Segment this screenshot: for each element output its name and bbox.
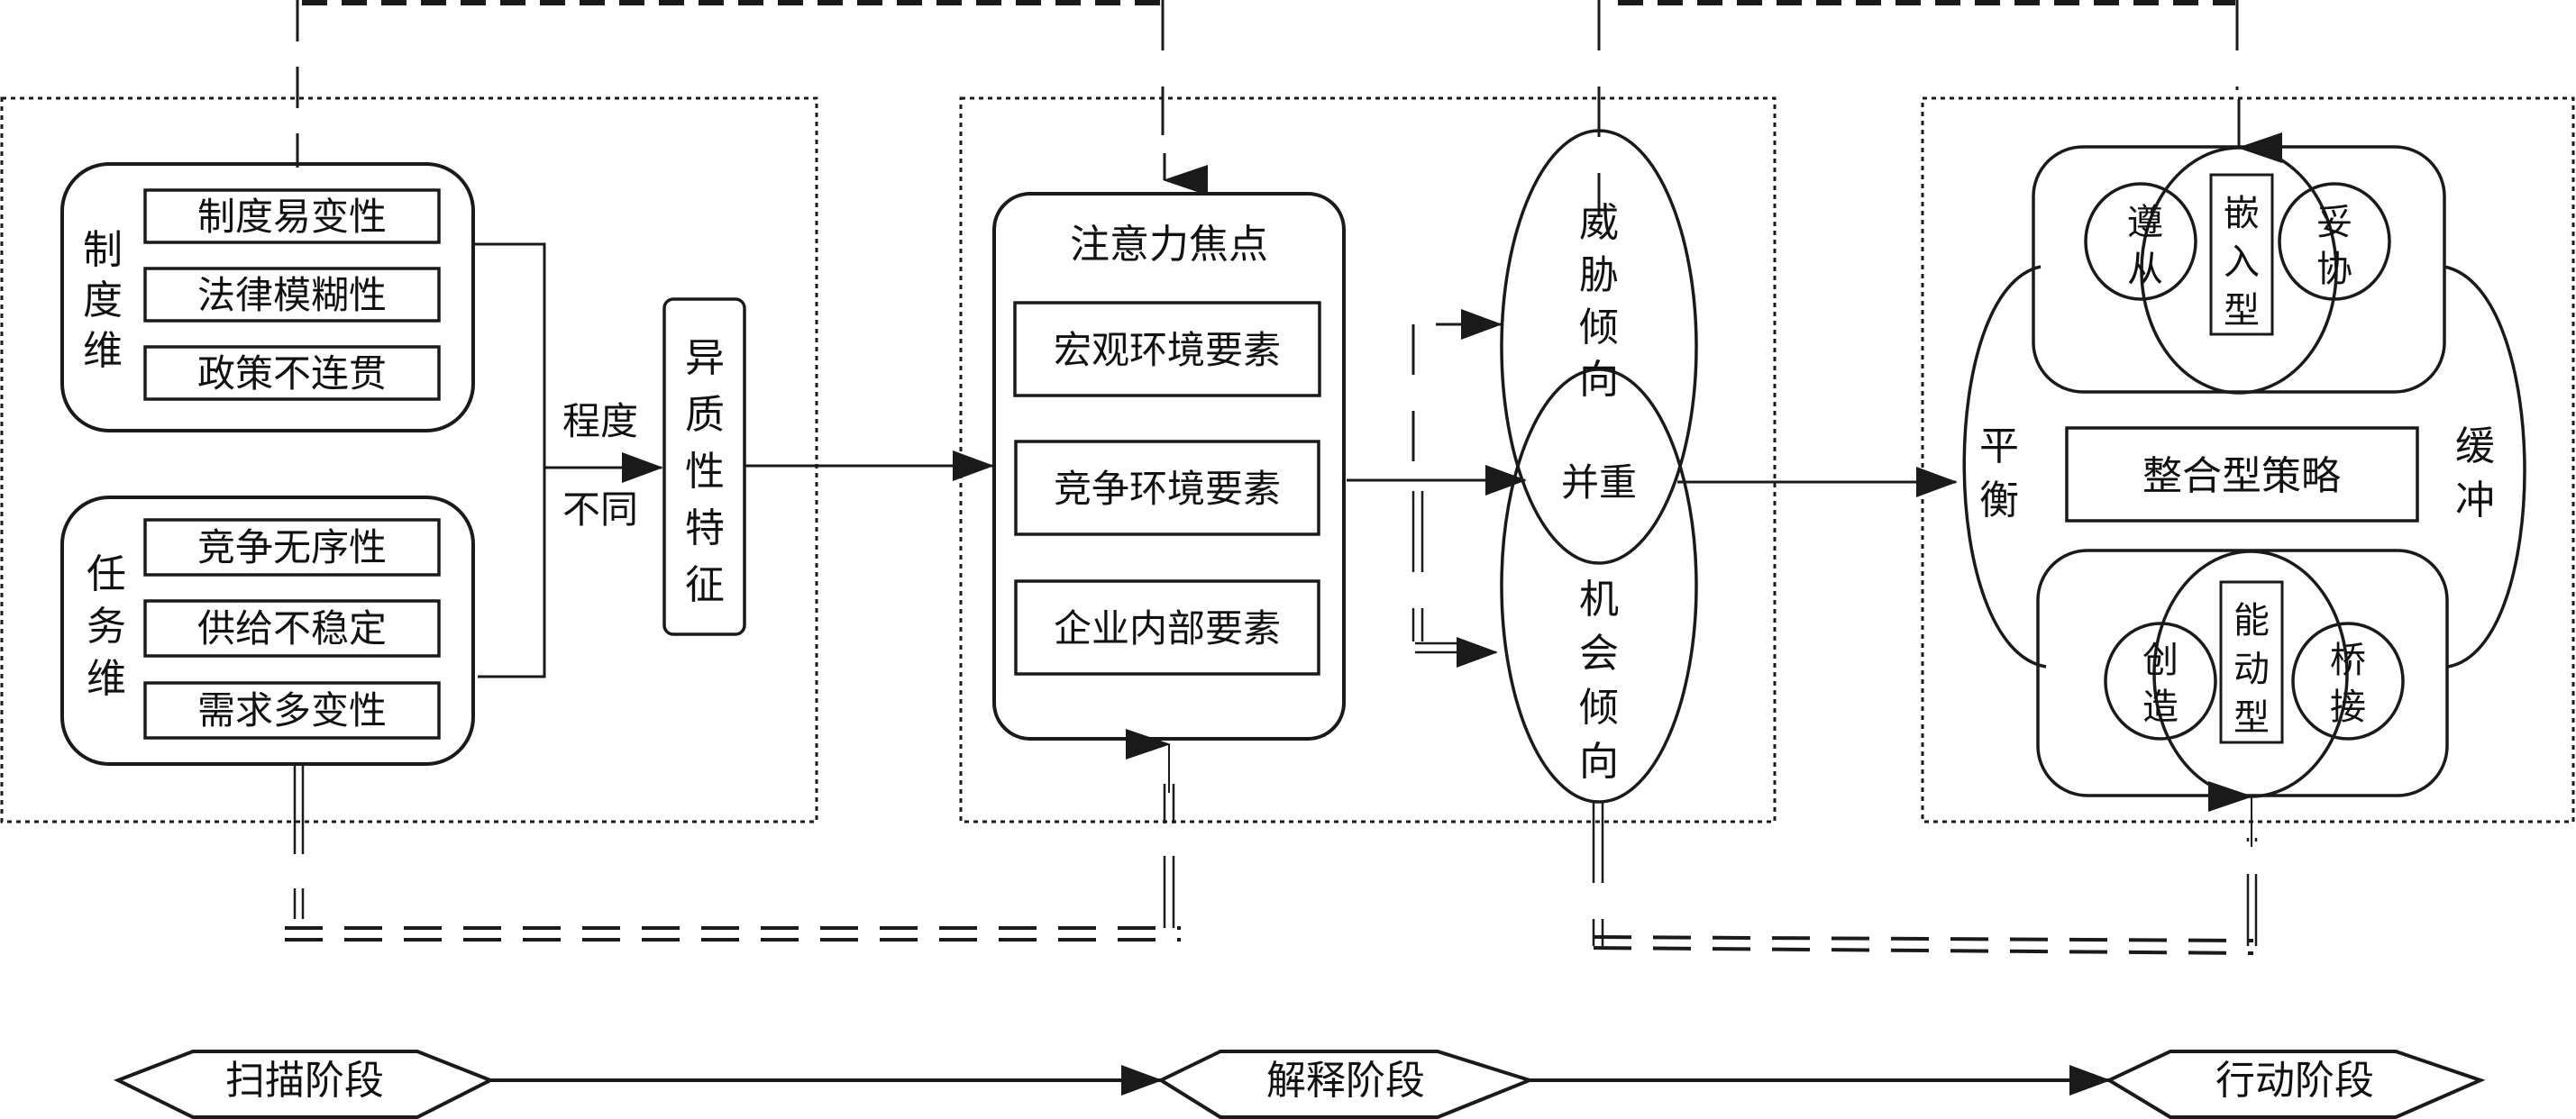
task-dimension-group: 任 务 维 竞争无序性 供给不稳定 需求多变性	[60, 496, 475, 766]
proactive-char-3: 型	[2233, 697, 2270, 739]
comply-char-2: 从	[2127, 249, 2163, 290]
degree-label-top: 程度	[562, 399, 638, 443]
bridge-char-1: 桥	[2330, 640, 2366, 681]
proactive-type-box	[2219, 580, 2284, 744]
comply-circle	[2084, 182, 2197, 301]
comply-char-1: 遵	[2127, 202, 2163, 243]
embedded-strategy-group: 嵌 入 型 遵 从 妥 协	[2032, 145, 2446, 395]
institutional-item-box-3	[143, 345, 441, 401]
balance-char-1: 平	[1979, 423, 2019, 469]
opportunity-char-2: 会	[1579, 631, 1619, 677]
task-label-1: 任	[87, 551, 126, 597]
compromise-char-2: 协	[2316, 249, 2352, 290]
factor-3: 企业内部要素	[1054, 606, 1281, 650]
stage-interpret-label: 解释阶段	[1266, 1058, 1425, 1104]
opportunity-ellipse	[1500, 368, 1698, 804]
create-char-2: 造	[2142, 687, 2179, 728]
integrated-strategy-box	[2065, 426, 2419, 523]
embedded-char-1: 嵌	[2224, 193, 2260, 234]
institutional-label-1: 制	[83, 227, 123, 273]
stage-scan: 扫描阶段	[114, 1050, 495, 1119]
create-circle	[2104, 622, 2217, 741]
institutional-item-3: 政策不连贯	[197, 351, 387, 396]
embedded-char-3: 型	[2224, 290, 2260, 332]
proactive-strategy-group: 能 动 型 创 造 桥 接	[2036, 549, 2449, 798]
proactive-char-1: 能	[2233, 600, 2270, 641]
dimension-bracket-connector	[473, 242, 546, 678]
factor-1: 宏观环境要素	[1054, 328, 1281, 372]
institutional-label-3: 维	[83, 328, 123, 374]
threat-char-3: 倾	[1579, 305, 1619, 350]
institutional-dimension-group: 制 度 维 制度易变性 法律模糊性 政策不连贯	[60, 162, 475, 432]
feedback-bottom-left	[285, 729, 1181, 942]
integrated-strategy-label: 整合型策略	[2142, 453, 2341, 499]
institutional-item-1: 制度易变性	[197, 195, 387, 239]
task-label-3: 维	[87, 656, 126, 702]
threat-ellipse	[1500, 129, 1698, 565]
threat-char-1: 威	[1579, 200, 1619, 246]
stage-action: 行动阶段	[2105, 1050, 2486, 1119]
stage-interpret: 解释阶段	[1156, 1050, 1535, 1119]
threat-char-4: 向	[1579, 357, 1619, 403]
heterogeneity-char-1: 异	[685, 335, 725, 381]
heterogeneity-char-4: 特	[685, 505, 725, 551]
factor-box-2	[1014, 440, 1320, 536]
both-label: 并重	[1561, 460, 1637, 505]
factor-box-1	[1013, 301, 1321, 397]
institutional-item-2: 法律模糊性	[197, 273, 387, 317]
balance-char-2: 衡	[1979, 478, 2019, 523]
stage-action-label: 行动阶段	[2215, 1058, 2374, 1104]
factor-2: 竞争环境要素	[1054, 467, 1281, 511]
embedded-char-2: 入	[2224, 241, 2260, 283]
buffer-char-2: 冲	[2455, 478, 2495, 523]
task-label-2: 务	[87, 604, 126, 650]
embedded-type-box	[2209, 173, 2274, 336]
action-phase-container	[1921, 96, 2575, 823]
heterogeneity-feature-box: 异 质 性 特 征	[662, 297, 746, 636]
attention-focus-box: 注意力焦点 宏观环境要素 竞争环境要素 企业内部要素	[992, 192, 1346, 741]
create-char-1: 创	[2142, 640, 2179, 681]
opportunity-branch-arrow	[1411, 491, 1498, 668]
heterogeneity-char-5: 征	[685, 562, 725, 608]
proactive-char-2: 动	[2233, 649, 2270, 690]
task-item-box-1	[143, 518, 441, 577]
task-item-1: 竞争无序性	[197, 525, 387, 569]
task-item-box-2	[143, 599, 441, 658]
attention-title: 注意力焦点	[1070, 222, 1268, 268]
buffer-arc	[2444, 265, 2526, 669]
heterogeneity-char-2: 质	[685, 392, 725, 438]
task-item-box-3	[143, 681, 441, 740]
bridge-circle	[2291, 622, 2405, 741]
bridge-char-2: 接	[2330, 687, 2366, 728]
task-item-3: 需求多变性	[197, 688, 387, 732]
heterogeneity-char-3: 性	[685, 449, 725, 495]
stage-scan-label: 扫描阶段	[225, 1058, 384, 1104]
institutional-item-box-1	[143, 188, 441, 244]
feedback-bottom-right	[1592, 781, 2258, 955]
task-item-2: 供给不稳定	[197, 606, 387, 650]
feedback-top-left	[296, 0, 1208, 196]
balance-arc	[1962, 265, 2047, 669]
threat-char-2: 胁	[1579, 252, 1619, 298]
institutional-label-2: 度	[83, 277, 123, 323]
degree-label-bottom: 不同	[562, 487, 638, 532]
threat-branch-arrow	[1411, 309, 1503, 469]
compromise-char-1: 妥	[2316, 202, 2352, 243]
buffer-char-1: 缓	[2455, 423, 2495, 469]
compromise-circle	[2278, 182, 2391, 301]
factor-box-3	[1014, 579, 1320, 676]
interpret-phase-container	[959, 96, 1777, 823]
opportunity-char-4: 向	[1579, 739, 1619, 785]
opportunity-char-3: 倾	[1579, 685, 1619, 731]
institutional-item-box-2	[143, 267, 441, 323]
scan-phase-container	[0, 96, 818, 823]
opportunity-char-1: 机	[1579, 577, 1619, 623]
feedback-top-right	[1597, 0, 2282, 216]
